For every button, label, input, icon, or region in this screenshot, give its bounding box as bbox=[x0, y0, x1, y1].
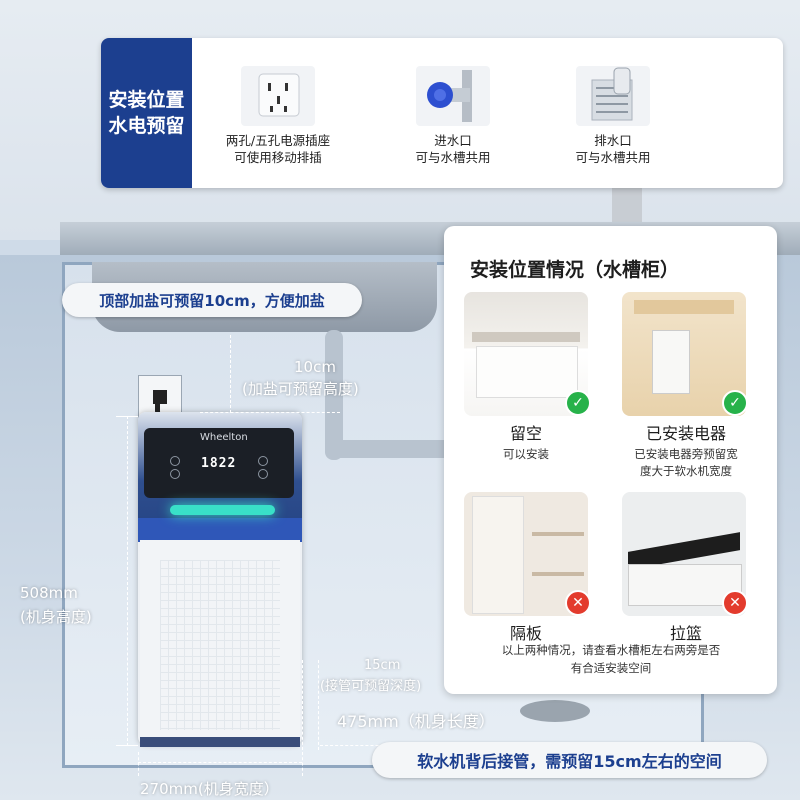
scenario-note-line1: 以上两种情况，请查看水槽柜左右两旁是否 bbox=[501, 643, 721, 657]
check-icon: ✓ bbox=[565, 390, 591, 416]
device-brand-logo: Wheelton bbox=[200, 432, 280, 448]
banner-title: 安装位置 水电预留 bbox=[101, 38, 192, 188]
drain-line1: 排水口 bbox=[594, 133, 632, 148]
banner-title-line2: 水电预留 bbox=[108, 115, 185, 137]
status-light bbox=[170, 505, 275, 515]
panel-button-left-1[interactable] bbox=[170, 456, 180, 466]
socket-line2: 可使用移动排插 bbox=[234, 150, 322, 165]
top-salt-pill: 顶部加盐可预留10cm，方便加盐 bbox=[62, 283, 362, 317]
height-value: 508mm bbox=[20, 584, 78, 602]
cross-icon: ✕ bbox=[565, 590, 591, 616]
socket-line1: 两孔/五孔电源插座 bbox=[225, 133, 331, 148]
scenario-desc-appliance-1: 已安装电器旁预留宽 bbox=[634, 447, 738, 461]
inlet-line1: 进水口 bbox=[434, 133, 472, 148]
panel-button-up[interactable] bbox=[258, 456, 268, 466]
water-inlet-valve-icon bbox=[416, 66, 490, 126]
pipe-depth-guide-right bbox=[318, 660, 319, 750]
scenario-desc-appliance-2: 度大于软水机宽度 bbox=[640, 464, 732, 478]
height-guide bbox=[127, 416, 128, 746]
device-display: 1822 bbox=[201, 456, 237, 471]
scenario-note-line2: 有合适安装空间 bbox=[570, 661, 652, 675]
height-desc: (机身高度) bbox=[20, 608, 92, 626]
floor-drain-icon bbox=[576, 66, 650, 126]
power-socket-icon bbox=[241, 66, 315, 126]
banner-item-drain: 排水口 可与水槽共用 bbox=[548, 66, 678, 166]
scenario-label-shelf: 隔板 bbox=[509, 624, 542, 643]
salt-top-desc: (加盐可预留高度) bbox=[242, 380, 359, 398]
width-guide bbox=[138, 762, 302, 763]
pipe-depth-value: 15cm bbox=[364, 658, 401, 673]
banner-item-inlet: 进水口 可与水槽共用 bbox=[388, 66, 518, 166]
scenario-desc-empty: 可以安装 bbox=[503, 447, 549, 461]
floor-drain bbox=[520, 700, 590, 722]
panel-button-left-2[interactable] bbox=[170, 469, 180, 479]
panel-button-down[interactable] bbox=[258, 469, 268, 479]
bottom-pipe-pill: 软水机背后接管，需预留15cm左右的空间 bbox=[372, 742, 767, 778]
salt-top-value: 10cm bbox=[294, 358, 336, 376]
drain-line2: 可与水槽共用 bbox=[575, 150, 651, 165]
device-blue-band bbox=[138, 518, 302, 542]
device-base bbox=[140, 737, 300, 747]
width-tick-right bbox=[302, 752, 303, 776]
brand-text: Wheelton bbox=[200, 432, 248, 443]
scenario-image-shelf bbox=[464, 492, 588, 616]
drain-pipe bbox=[325, 330, 343, 460]
control-panel bbox=[144, 428, 294, 498]
card-title: 安装位置情况（水槽柜） bbox=[470, 259, 680, 281]
scenario-label-basket: 拉篮 bbox=[669, 624, 702, 643]
pipe-depth-guide-left bbox=[302, 660, 303, 750]
inlet-line2: 可与水槽共用 bbox=[415, 150, 491, 165]
drain-pipe-horizontal bbox=[325, 440, 455, 458]
top-salt-pill-text: 顶部加盐可预留10cm，方便加盐 bbox=[99, 291, 325, 310]
pipe-depth-desc: (接管可预留深度) bbox=[320, 679, 422, 694]
device-texture bbox=[160, 560, 280, 730]
width-value: 270mm(机身宽度） bbox=[140, 780, 279, 798]
banner-item-socket: 两孔/五孔电源插座 可使用移动排插 bbox=[213, 66, 343, 166]
check-icon: ✓ bbox=[722, 390, 748, 416]
scenario-image-appliance bbox=[622, 292, 746, 416]
length-value: 475mm（机身长度） bbox=[337, 712, 495, 731]
salt-top-line bbox=[200, 412, 340, 413]
scenario-label-appliance: 已安装电器 bbox=[645, 424, 726, 443]
height-tick-bottom bbox=[116, 745, 138, 746]
utility-banner: 两孔/五孔电源插座 可使用移动排插 进水口 可与水槽共用 排 bbox=[101, 38, 783, 188]
width-tick-left bbox=[138, 752, 139, 776]
salt-top-guide bbox=[230, 335, 231, 413]
scenario-label-empty: 留空 bbox=[509, 424, 542, 443]
cross-icon: ✕ bbox=[722, 590, 748, 616]
bottom-pipe-pill-text: 软水机背后接管，需预留15cm左右的空间 bbox=[417, 752, 722, 771]
banner-title-line1: 安装位置 bbox=[108, 89, 185, 111]
